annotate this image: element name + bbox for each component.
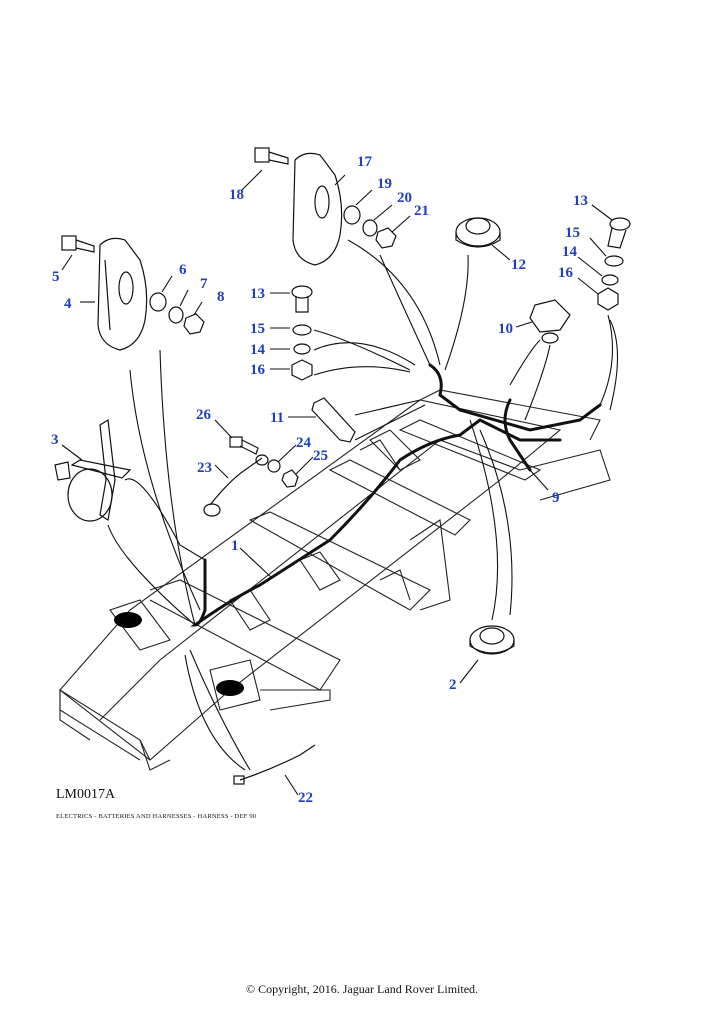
callout-10: 10 [498, 321, 513, 337]
callout-26: 26 [196, 407, 212, 423]
callout-16-center: 16 [250, 362, 266, 378]
callout-19: 19 [377, 176, 392, 192]
callout-22: 22 [298, 790, 313, 806]
callout-16-right: 16 [558, 265, 574, 281]
part-18-bolt [254, 147, 289, 165]
callout-17: 17 [357, 154, 373, 170]
callout-14-center: 14 [250, 342, 266, 358]
part-10-connector [529, 299, 571, 344]
callout-1: 1 [231, 538, 239, 554]
callout-11: 11 [270, 410, 284, 426]
part-22-lead [233, 744, 316, 785]
diagram-reference-code: LM0017A [56, 787, 116, 802]
callout-23: 23 [197, 460, 212, 476]
part-12-grommet [455, 217, 501, 248]
callout-18: 18 [229, 187, 244, 203]
main-harness [190, 363, 602, 627]
callout-3: 3 [51, 432, 59, 448]
copyright-notice: © Copyright, 2016. Jaguar Land Rover Lim… [245, 982, 479, 996]
callout-pointers [61, 169, 613, 796]
part-13-16-stack-right [597, 217, 631, 311]
chassis-frame [59, 389, 611, 771]
part-4-p-clip [97, 237, 148, 351]
part-6-8-washer-nut [149, 292, 205, 335]
callout-7: 7 [200, 276, 208, 292]
part-19-21-washer-nut [343, 205, 397, 249]
part-2-grommet [469, 625, 515, 655]
callout-21: 21 [414, 203, 429, 219]
callout-5: 5 [52, 269, 60, 285]
callout-25: 25 [313, 448, 328, 464]
callout-2: 2 [449, 677, 457, 693]
part-23-26-earth-strap [203, 436, 299, 517]
callout-14-right: 14 [562, 244, 578, 260]
callout-9: 9 [552, 490, 560, 506]
part-3-cable-tie [54, 418, 132, 522]
callout-15-center: 15 [250, 321, 265, 337]
part-13-16-stack-center [291, 285, 313, 381]
callout-labels: 1 2 3 4 5 6 7 8 9 10 11 12 13 15 14 16 1… [51, 154, 588, 806]
callout-15-right: 15 [565, 225, 580, 241]
callout-6: 6 [179, 262, 187, 278]
leader-lines [107, 239, 619, 771]
callout-12: 12 [511, 257, 526, 273]
callout-13-center: 13 [250, 286, 265, 302]
part-11-channel [311, 397, 356, 443]
diagram-caption: ELECTRICS - BATTERIES AND HARNESSES - HA… [56, 813, 257, 820]
callout-24: 24 [296, 435, 312, 451]
callout-4: 4 [64, 296, 72, 312]
callout-8: 8 [217, 289, 225, 305]
callout-13-right: 13 [573, 193, 588, 209]
part-17-p-clip [292, 152, 343, 266]
part-5-bolt [61, 235, 95, 253]
callout-20: 20 [397, 190, 412, 206]
